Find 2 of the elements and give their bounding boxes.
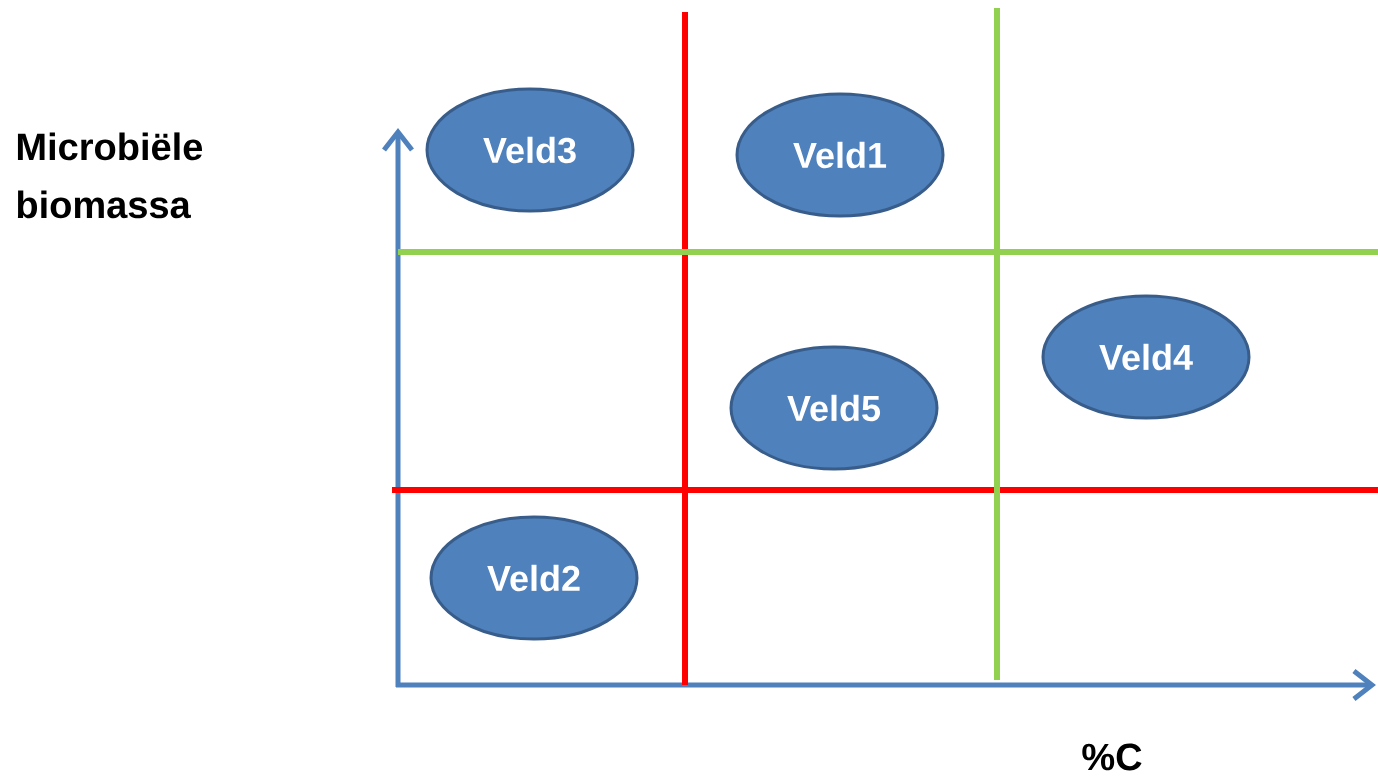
axis-label: Microbiële biomassa xyxy=(17,132,203,219)
axis-label: %C xyxy=(1082,743,1142,771)
